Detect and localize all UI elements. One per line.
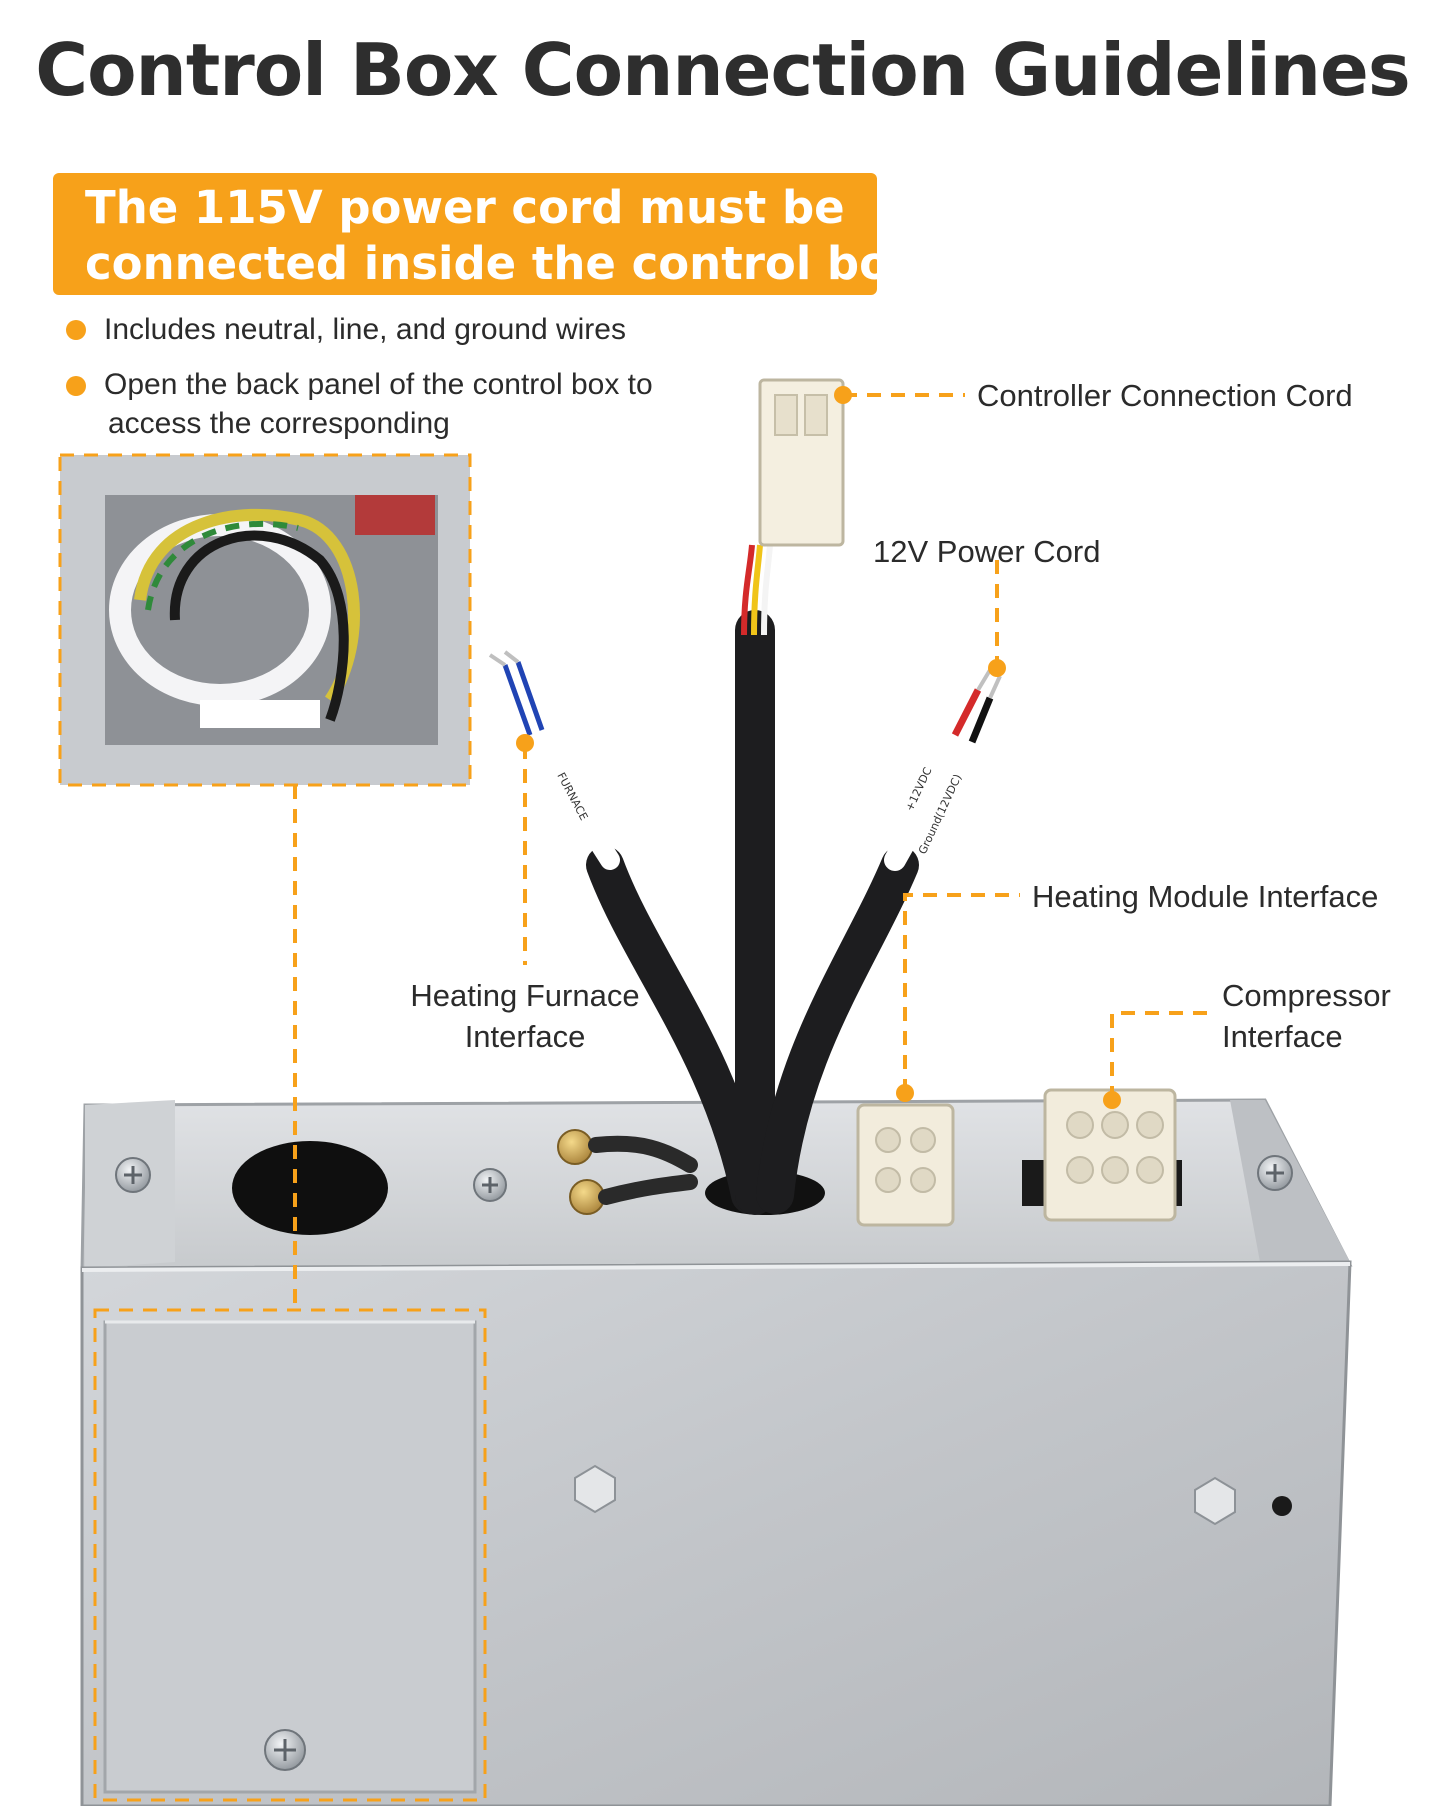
banner-line-1: The 115V power cord must be bbox=[85, 181, 845, 234]
controller-cord-connector bbox=[741, 378, 845, 636]
leader-lines bbox=[58, 393, 1210, 1802]
nut-right bbox=[1194, 1476, 1236, 1526]
screw-top-right bbox=[1257, 1155, 1293, 1191]
screw-top-mid bbox=[473, 1168, 507, 1202]
cables bbox=[586, 610, 919, 1215]
brass-terminals bbox=[557, 1129, 698, 1215]
compressor-connector bbox=[1043, 1088, 1177, 1222]
bullet-text-2b: access the corresponding bbox=[108, 407, 450, 440]
label-compressor-line-2: Interface bbox=[1222, 1019, 1343, 1054]
label-heating-module: Heating Module Interface bbox=[1032, 879, 1379, 914]
cable-entry-hole bbox=[232, 1141, 388, 1235]
nut-left bbox=[574, 1464, 616, 1514]
label-furnace-interface: Heating Furnace Interface bbox=[385, 975, 665, 1057]
furnace-leads bbox=[488, 650, 620, 870]
label-compressor-line-1: Compressor bbox=[1222, 978, 1391, 1013]
label-compressor-interface: Compressor Interface bbox=[1222, 975, 1391, 1057]
bullet-dot-1 bbox=[66, 320, 86, 340]
screw-panel bbox=[264, 1729, 306, 1771]
label-12v-power-cord: 12V Power Cord bbox=[873, 534, 1101, 569]
label-furnace-line-1: Heating Furnace bbox=[410, 978, 640, 1013]
leader-dots bbox=[516, 386, 1121, 1109]
label-controller-cord: Controller Connection Cord bbox=[977, 378, 1353, 413]
banner-line-2: connected inside the control box. bbox=[85, 237, 937, 290]
warning-banner: The 115V power cord must be connected in… bbox=[53, 173, 936, 295]
page-title: Control Box Connection Guidelines bbox=[35, 28, 1410, 112]
power12v-leads bbox=[884, 668, 1002, 871]
bullet-dot-2 bbox=[66, 376, 86, 396]
label-furnace-line-2: Interface bbox=[464, 1019, 586, 1054]
inset-wiring-photo bbox=[60, 455, 470, 785]
side-hole bbox=[1272, 1496, 1292, 1516]
bullet-text-1: Includes neutral, line, and ground wires bbox=[104, 313, 626, 346]
back-access-panel bbox=[103, 1320, 477, 1794]
heating-module-connector bbox=[856, 1103, 955, 1227]
bullet-text-2a: Open the back panel of the control box t… bbox=[104, 368, 653, 401]
screw-top-left bbox=[115, 1157, 151, 1193]
